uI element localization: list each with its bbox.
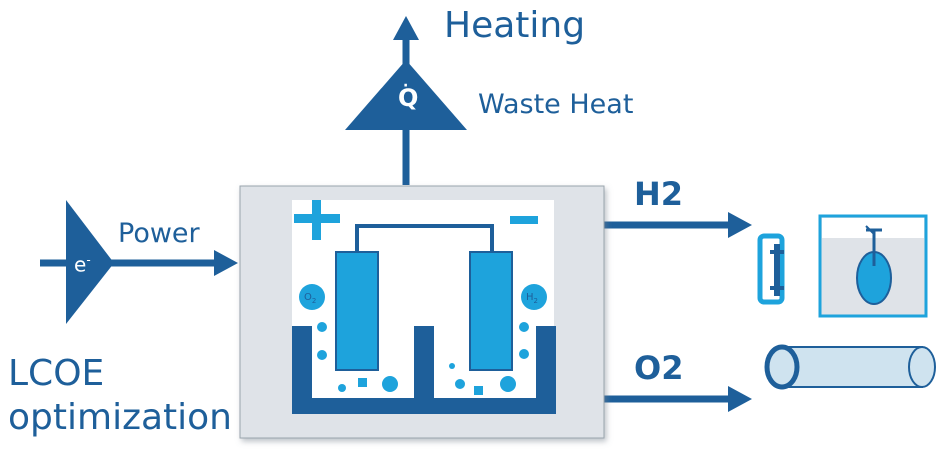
h2-badge-sub: 2 [533, 297, 538, 305]
electron-symbol: e- [74, 254, 91, 275]
heat-source-triangle [345, 60, 467, 130]
o2-output-arrow [604, 386, 752, 412]
electrolyzer-cell [239, 185, 605, 439]
o2-badge [299, 284, 325, 310]
waste-heat-label: Waste Heat [478, 89, 634, 120]
power-label: Power [118, 218, 200, 249]
lcoe-line-1: LCOE [8, 353, 105, 394]
hydrogen-dispenser-icon [757, 233, 785, 305]
h2-badge-text: H2 [526, 293, 538, 305]
heating-label: Heating [444, 5, 586, 46]
hydrogen-storage-tank-icon [818, 214, 928, 318]
lcoe-line-2: optimization [8, 397, 232, 438]
lcoe-optimization-label: LCOE optimization [8, 352, 232, 440]
h2-label: H2 [634, 175, 684, 213]
anode-electrode [335, 251, 379, 371]
o2-badge-sub: 2 [311, 297, 317, 305]
heat-q-symbol: ·Q [398, 78, 419, 112]
oxygen-cylinder-icon [764, 344, 936, 390]
o2-badge-base: O [304, 292, 312, 303]
h2-badge [521, 284, 547, 310]
h2-output-arrow [604, 212, 752, 238]
o2-badge-text: O2 [304, 293, 316, 305]
heat-q-letter: Q [398, 84, 419, 112]
o2-label: O2 [634, 349, 684, 387]
electrolyte-container [292, 326, 556, 414]
cathode-electrode [469, 251, 513, 371]
electron-letter: e [74, 252, 87, 277]
h2-badge-base: H [526, 292, 534, 303]
minus-sign [510, 216, 538, 224]
electron-charge: - [86, 253, 91, 267]
power-source-triangle [66, 200, 114, 324]
